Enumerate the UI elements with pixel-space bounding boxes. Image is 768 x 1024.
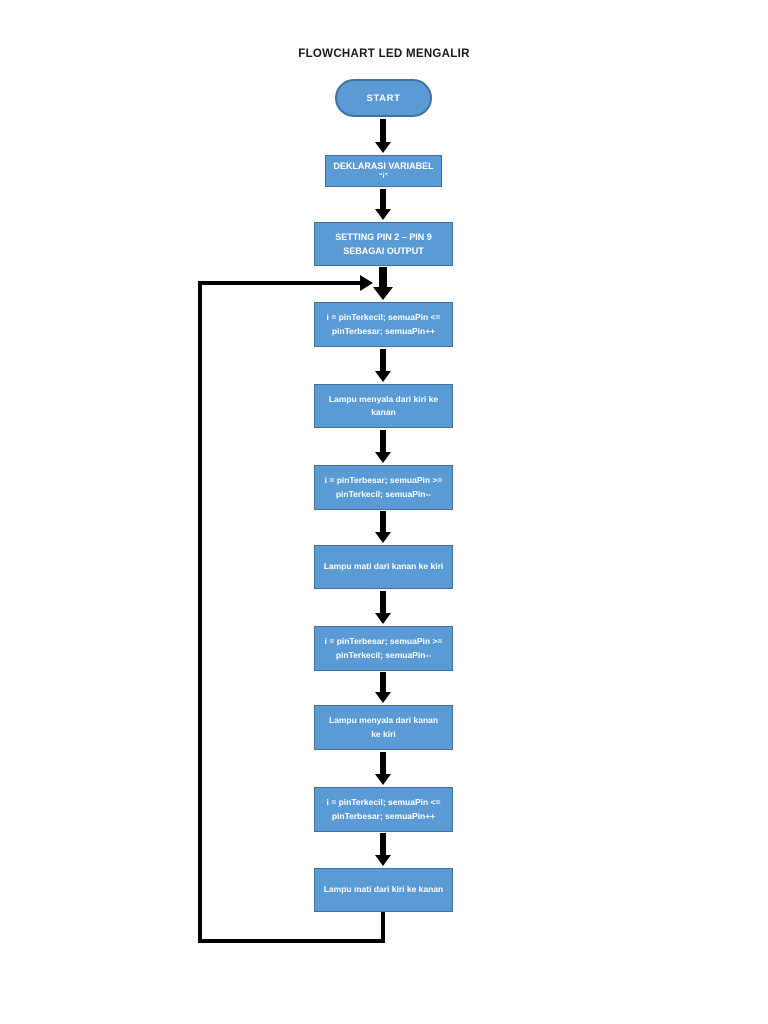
loop-connector-exit-segment (381, 912, 385, 943)
arrow-down-icon (372, 511, 394, 543)
loop-connector-left-segment (198, 281, 202, 943)
arrow-down-icon (372, 591, 394, 624)
process-lampu-menyala-kiri-ke-kanan: Lampu menyala dari kiri ke kanan (314, 384, 453, 428)
start-label: START (366, 92, 401, 104)
process-setting-pin-output: SETTING PIN 2 – PIN 9 SEBAGAI OUTPUT (314, 222, 453, 266)
flowchart-title: FLOWCHART LED MENGALIR (298, 48, 470, 60)
process-label: ke kiri (371, 728, 396, 739)
process-label: Lampu mati dari kanan ke kiri (323, 561, 444, 572)
process-deklarasi-variabel: DEKLARASI VARIABEL “i” (325, 155, 442, 187)
loop-connector-top-segment (200, 281, 361, 285)
process-lampu-mati-kanan-ke-kiri: Lampu mati dari kanan ke kiri (314, 545, 453, 589)
process-label: i = pinTerbesar; semuaPin >= (324, 475, 443, 485)
process-label: i = pinTerbesar; semuaPin >= (324, 636, 443, 646)
process-label: Lampu menyala dari kiri ke (328, 393, 439, 404)
process-label: i = pinTerkecil; semuaPin <= (326, 797, 441, 807)
arrow-down-icon (372, 833, 394, 866)
process-label: pinTerbesar; semuaPin++ (331, 810, 436, 821)
process-label: i = pinTerkecil; semuaPin <= (326, 312, 441, 322)
arrow-right-icon (360, 275, 373, 291)
arrow-down-icon (372, 349, 394, 382)
process-label-sub: “i” (379, 173, 388, 180)
process-loop-kanan-ke-kiri-menyala: i = pinTerbesar; semuaPin >= pinTerkecil… (314, 626, 453, 671)
process-label: Lampu menyala dari kanan (328, 715, 439, 725)
arrow-down-icon (372, 752, 394, 785)
arrow-down-icon (372, 672, 394, 703)
start-node: START (335, 79, 432, 117)
process-label: SETTING PIN 2 – PIN 9 (335, 232, 432, 242)
process-loop-kanan-ke-kiri-mati: i = pinTerbesar; semuaPin >= pinTerkecil… (314, 465, 453, 510)
arrow-down-icon (372, 189, 394, 220)
process-label: pinTerkecil; semuaPin-- (335, 488, 432, 499)
arrow-down-icon (372, 430, 394, 463)
process-label: pinTerkecil; semuaPin-- (335, 649, 432, 660)
process-label: kanan (371, 407, 396, 417)
process-loop-kiri-ke-kanan-menyala: i = pinTerkecil; semuaPin <= pinTerbesar… (314, 302, 453, 347)
process-loop-kiri-ke-kanan-mati: i = pinTerkecil; semuaPin <= pinTerbesar… (314, 787, 453, 832)
process-label: DEKLARASI VARIABEL (333, 161, 434, 171)
arrow-down-icon (372, 119, 394, 153)
process-lampu-menyala-kanan-ke-kiri: Lampu menyala dari kanan ke kiri (314, 705, 453, 750)
loop-connector-bottom-segment (198, 939, 385, 943)
arrow-down-icon (372, 267, 394, 300)
process-lampu-mati-kiri-ke-kanan: Lampu mati dari kiri ke kanan (314, 868, 453, 912)
process-label: pinTerbesar; semuaPin++ (331, 325, 436, 336)
process-label: Lampu mati dari kiri ke kanan (323, 884, 444, 895)
process-label: SEBAGAI OUTPUT (343, 246, 424, 256)
